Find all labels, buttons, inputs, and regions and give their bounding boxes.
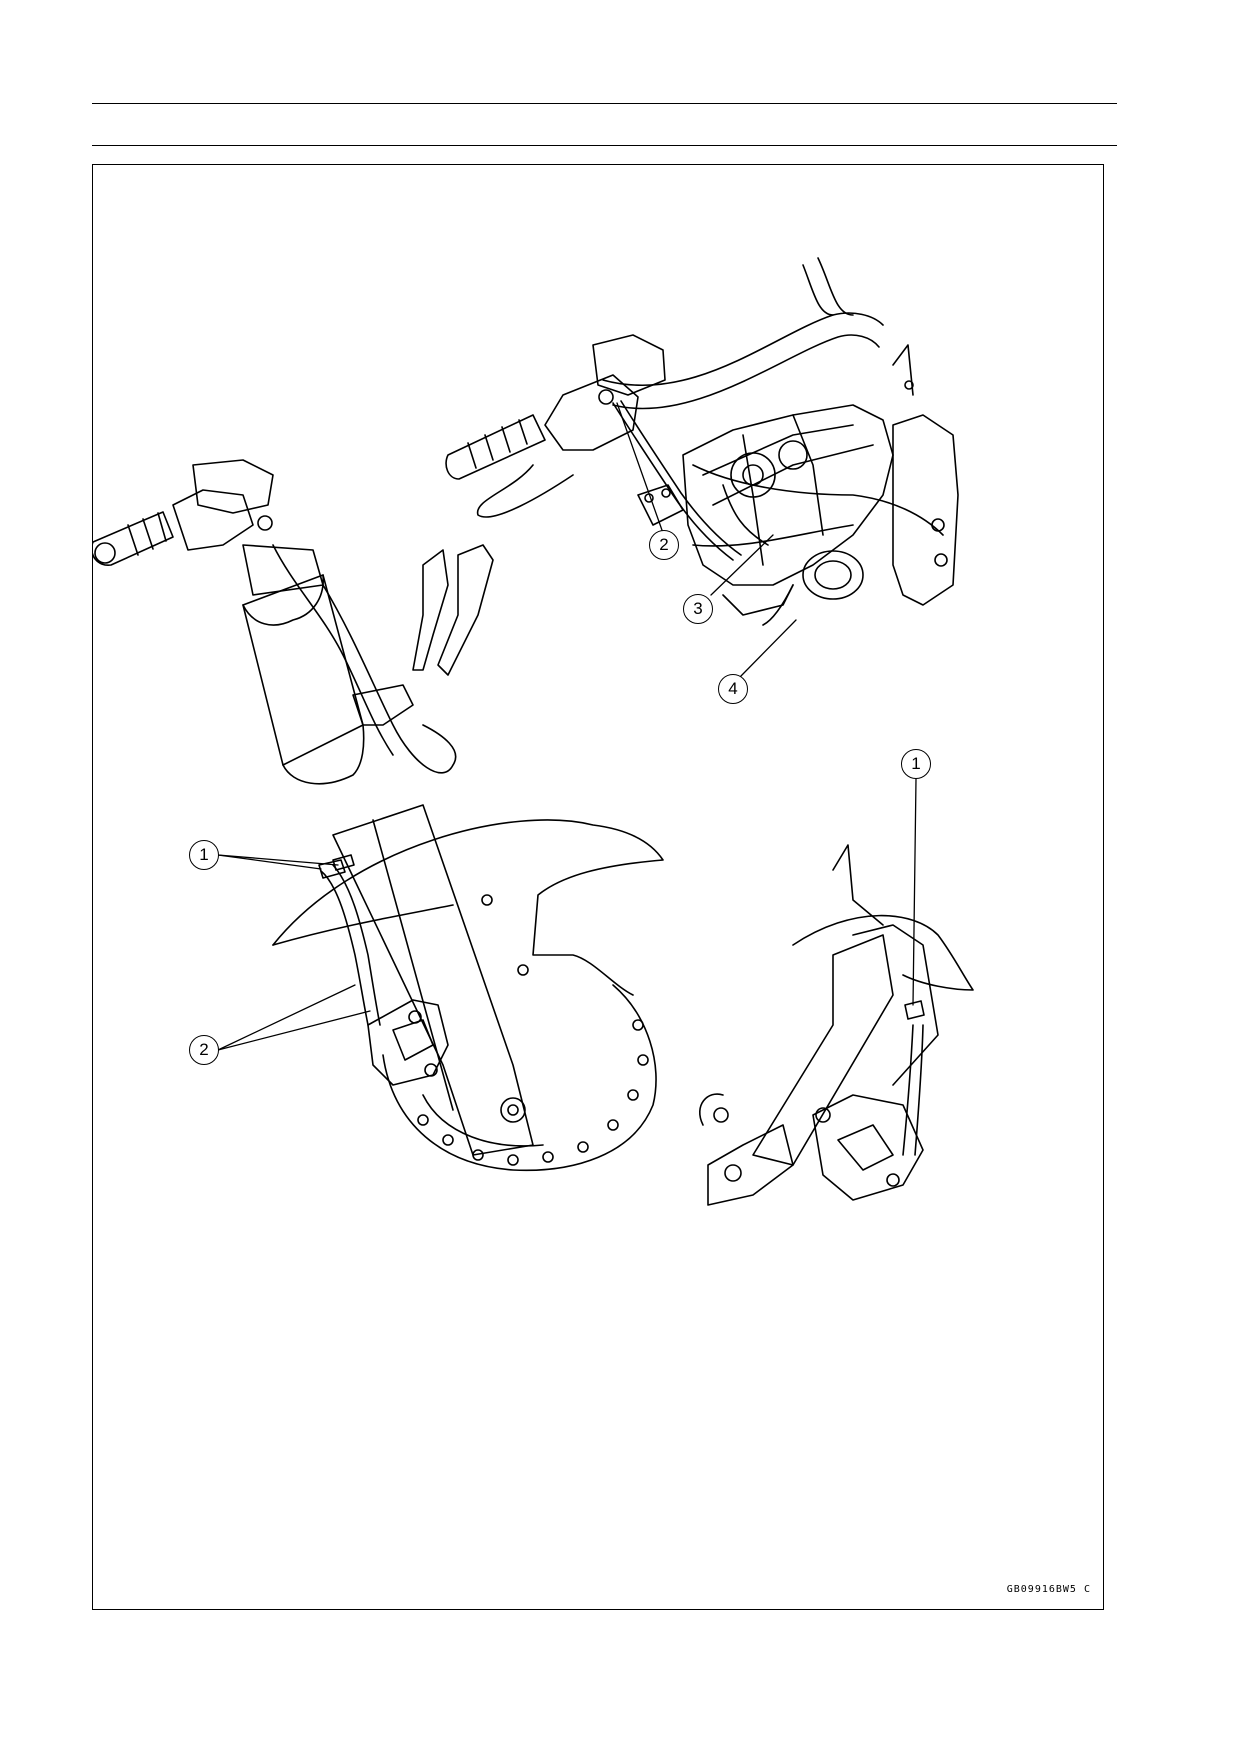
figure-code: GB09916BW5 C (1006, 1584, 1091, 1595)
callout-2-left: 2 (189, 1035, 219, 1065)
top-handlebar-assembly (445, 257, 959, 626)
header-rule-bottom (92, 145, 1117, 146)
left-fork-assembly (93, 459, 664, 1172)
leader-lines (217, 402, 917, 1051)
brake-hose-routing-illustration (93, 257, 974, 1206)
callout-1-right: 1 (901, 749, 931, 779)
callout-2-top: 2 (649, 530, 679, 560)
callout-1-left: 1 (189, 840, 219, 870)
callout-3-top: 3 (683, 594, 713, 624)
callout-4-top: 4 (718, 674, 748, 704)
right-fork-assembly (698, 844, 974, 1206)
figure-frame: 2 3 4 1 1 2 GB09916BW5 C (92, 164, 1104, 1610)
header-rule-top (92, 103, 1117, 104)
